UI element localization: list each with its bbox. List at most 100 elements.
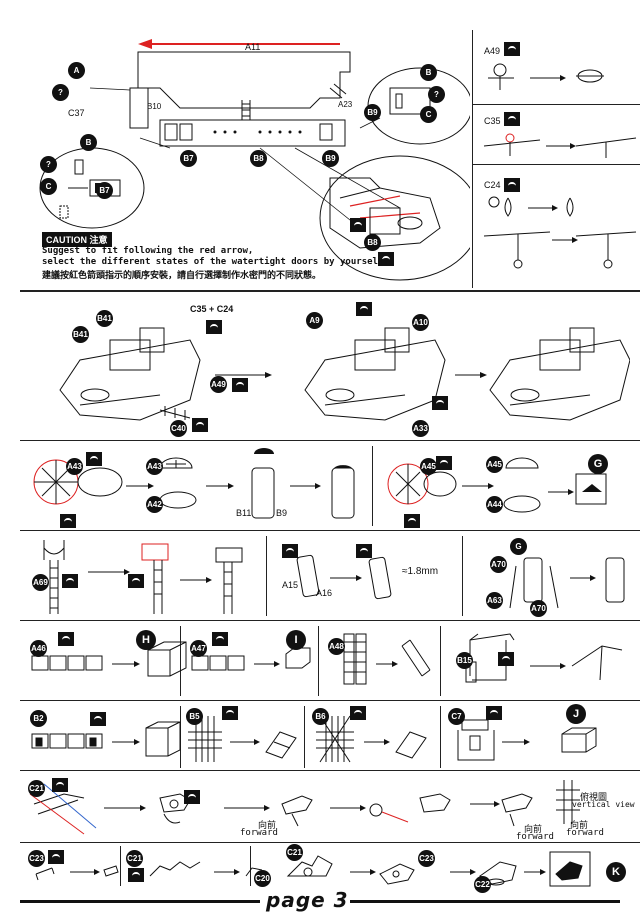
badge-a33: A33 [412, 420, 429, 437]
label-b10: B10 [147, 102, 162, 111]
badge-a63: A63 [486, 592, 503, 609]
label-a11: A11 [245, 42, 261, 52]
row6-drawings [31, 715, 597, 763]
paint-icon-a15 [282, 544, 298, 558]
row8-divider-b [250, 846, 251, 886]
badge-c21-row7: C21 [28, 780, 45, 797]
badge-c7: C7 [448, 708, 465, 725]
badge-a46: A46 [30, 640, 47, 657]
badge-a43: A43 [66, 458, 83, 475]
label-measure: ≈1.8mm [402, 566, 439, 577]
label-c24-top: C24 [484, 180, 501, 190]
row7-drawings [29, 780, 580, 835]
assembly-icon-a49 [232, 378, 248, 392]
top-vertical-divider [472, 30, 473, 288]
badge-a44: A44 [486, 496, 503, 513]
assembly-icon-c35 [206, 320, 222, 334]
badge-a9: A9 [306, 312, 323, 329]
glue-icon-a47 [212, 632, 228, 646]
badge-a70-b: A70 [530, 600, 547, 617]
row8-divider-a [120, 846, 121, 886]
section-divider-1 [20, 290, 640, 292]
badge-a70: A70 [490, 556, 507, 573]
glue-icon-c35 [504, 112, 520, 126]
badge-g-row4: G [510, 538, 527, 555]
ship-assembly-row [59, 327, 630, 421]
row4-divider-a [266, 536, 267, 616]
badge-k: K [606, 862, 626, 882]
page-footer: page 3 [0, 888, 640, 916]
c35-part-drawing [483, 133, 637, 158]
row3-left-drawings [33, 448, 355, 519]
label-a15: A15 [282, 580, 299, 590]
badge-c21-row8: C21 [126, 850, 143, 867]
badge-b7: B7 [180, 150, 197, 167]
top-right-divider-1 [472, 104, 640, 105]
badge-q-left: ? [40, 156, 57, 173]
footer-line-right [350, 900, 620, 903]
caution-tag: CAUTION 注意 [42, 232, 112, 247]
glue-icon-a49 [504, 42, 520, 56]
badge-a47: A47 [190, 640, 207, 657]
label-b11: B11 [236, 508, 252, 518]
glue-icon-b5 [222, 706, 238, 720]
glue-icon-c7 [486, 706, 502, 720]
glue-icon-a46 [58, 632, 74, 646]
row3-mid-divider [372, 446, 373, 526]
c24-part-drawing [483, 196, 637, 269]
badge-c23: C23 [28, 850, 45, 867]
label-c35-top: C35 [484, 116, 501, 126]
badge-c20: C20 [254, 870, 271, 887]
glue-icon-a43-b [60, 514, 76, 528]
badge-b-right: B [420, 64, 437, 81]
badge-a49-ship: A49 [210, 376, 227, 393]
label-c35-c24: C35 + C24 [190, 304, 234, 314]
badge-b8-detail: B8 [364, 234, 381, 251]
glue-icon-a69 [62, 574, 78, 588]
section-divider-4 [20, 620, 640, 621]
label-a23: A23 [338, 100, 353, 109]
glue-icon-detail-2 [378, 252, 394, 266]
glue-icon-a45 [436, 456, 452, 470]
badge-g-row3: G [588, 454, 608, 474]
glue-icon-a43 [86, 452, 102, 466]
badge-i: I [286, 630, 306, 650]
badge-q-top: ? [52, 84, 69, 101]
row5-divider-b [318, 626, 319, 696]
paint-icon-a16 [356, 544, 372, 558]
glue-icon-c24 [504, 178, 520, 192]
glue-icon-detail [350, 218, 366, 232]
caution-line-2: select the different states of the water… [42, 257, 389, 267]
badge-b8: B8 [250, 150, 267, 167]
label-forward-cn-3: 向前 [570, 821, 589, 831]
badge-a45-b: A45 [486, 456, 503, 473]
badge-a-top: A [68, 62, 85, 79]
label-a16: A16 [316, 588, 333, 598]
badge-j: J [566, 704, 586, 724]
badge-b41-b: B41 [72, 326, 89, 343]
badge-c-right: C [420, 106, 437, 123]
label-b9-row3: B9 [276, 508, 288, 518]
row5-divider-c [440, 626, 441, 696]
badge-c-left: C [40, 178, 57, 195]
caution-line-1: Suggest to fit following the red arrow, [42, 246, 254, 256]
glue-icon-c21-b [184, 790, 200, 804]
glue-icon-c23 [48, 850, 64, 864]
row5-drawings [31, 633, 623, 685]
section-divider-3 [20, 530, 640, 531]
page-number: page 3 [266, 888, 349, 912]
label-vertical-en: vertical view [572, 800, 635, 809]
badge-b9: B9 [322, 150, 339, 167]
row4-drawings [43, 540, 625, 614]
badge-a42: A42 [146, 496, 163, 513]
row3-right-drawings [387, 457, 607, 513]
label-forward-en-2: forward [516, 832, 554, 842]
badge-b9-detail: B9 [364, 104, 381, 121]
label-forward-en-3: forward [566, 828, 604, 838]
glue-icon-c21 [52, 778, 68, 792]
row6-divider-c [440, 706, 441, 768]
badge-a43-b: A43 [146, 458, 163, 475]
section-divider-5 [20, 700, 640, 701]
label-forward-cn-2: 向前 [524, 825, 543, 835]
badge-c22: C22 [474, 876, 491, 893]
